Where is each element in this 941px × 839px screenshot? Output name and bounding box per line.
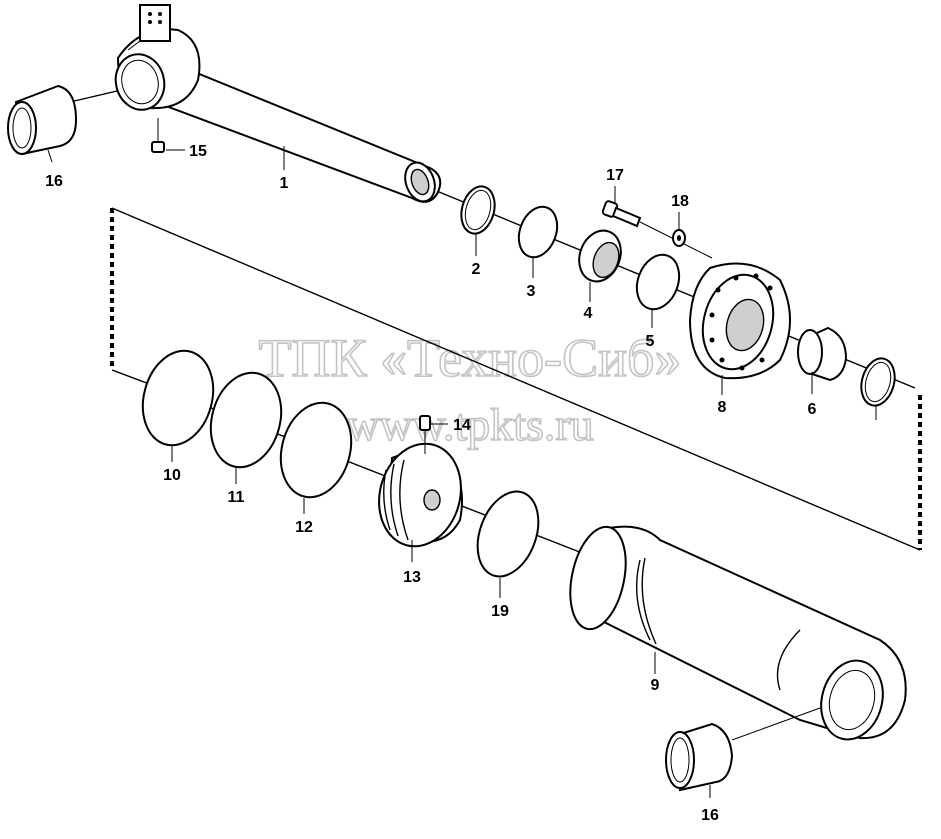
piston-o-ring-part <box>476 490 540 598</box>
label-part-15: 15 <box>189 143 207 160</box>
grease-nipple-part <box>151 118 185 153</box>
label-part-6: 6 <box>808 401 817 418</box>
rod-seal-part <box>517 205 559 278</box>
label-part-11: 11 <box>228 489 245 506</box>
guide-bushing-part <box>797 326 848 394</box>
bushing-top-part <box>7 84 78 163</box>
label-part-2: 2 <box>472 261 481 278</box>
cylinder-barrel-part <box>569 525 907 741</box>
label-part-5: 5 <box>646 333 655 350</box>
label-part-8: 8 <box>718 399 727 416</box>
label-part-19: 19 <box>491 603 509 620</box>
bushing-bottom-part <box>665 707 821 798</box>
wiper-part <box>578 229 622 302</box>
piston-part <box>378 442 463 562</box>
watermark-company: ТПК «Техно-Сиб» <box>259 328 682 388</box>
end-retaining-ring-part <box>860 357 896 420</box>
label-part-14: 14 <box>453 417 471 434</box>
o-ring-part <box>635 253 681 328</box>
retaining-ring-part <box>460 185 496 256</box>
label-part-10: 10 <box>163 467 181 484</box>
washer-part <box>672 212 686 247</box>
watermark-website: www.tpkts.ru <box>346 399 593 450</box>
wear-ring-part <box>279 401 353 514</box>
label-part-17: 17 <box>606 167 624 184</box>
label-part-9: 9 <box>651 677 660 694</box>
label-part-18: 18 <box>671 193 689 210</box>
piston-seal-part <box>209 371 283 484</box>
label-part-1: 1 <box>280 175 289 192</box>
cylinder-head-part <box>688 262 791 395</box>
label-part-13: 13 <box>403 569 421 586</box>
piston-ring-part <box>141 349 215 462</box>
piston-rod-part <box>114 4 442 203</box>
label-part-16-top: 16 <box>45 173 63 190</box>
label-part-16-bottom: 16 <box>701 807 719 824</box>
set-screw-part <box>419 415 448 454</box>
label-part-3: 3 <box>527 283 536 300</box>
label-part-12: 12 <box>295 519 313 536</box>
label-part-4: 4 <box>584 305 593 322</box>
